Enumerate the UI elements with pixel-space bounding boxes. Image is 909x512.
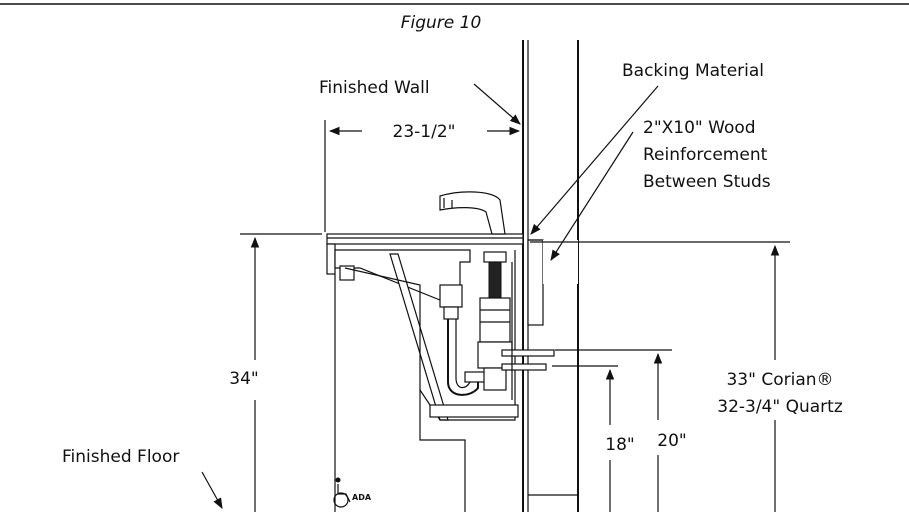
depth-label: 23-1/2" bbox=[393, 122, 456, 142]
wood-reinforcement-line1: 2"X10" Wood bbox=[643, 118, 756, 138]
corian-dimension bbox=[530, 241, 790, 512]
ada-badge-label: ADA bbox=[352, 493, 372, 502]
wood-reinforcement-leader bbox=[550, 131, 634, 261]
corian-label: 33" Corian® bbox=[726, 370, 833, 390]
wall-structure bbox=[522, 40, 579, 512]
figure-title: Figure 10 bbox=[401, 13, 482, 33]
height-34-dimension bbox=[240, 233, 322, 512]
faucet bbox=[439, 191, 506, 235]
finished-floor-label: Finished Floor bbox=[62, 447, 179, 467]
backing-material-label: Backing Material bbox=[622, 61, 764, 81]
height-34-label: 34" bbox=[229, 369, 258, 389]
quartz-label: 32-3/4" Quartz bbox=[717, 397, 843, 417]
height-18-label: 18" bbox=[605, 435, 634, 455]
wood-reinforcement-line3: Between Studs bbox=[643, 172, 771, 192]
height-18-dimension bbox=[552, 365, 618, 512]
wood-reinforcement-line2: Reinforcement bbox=[643, 145, 768, 165]
height-20-dimension bbox=[555, 349, 672, 512]
backing-material-leader bbox=[530, 85, 659, 235]
finished-wall-leader bbox=[473, 83, 521, 125]
sink-unit bbox=[326, 233, 524, 512]
finished-floor-leader bbox=[201, 471, 223, 509]
height-20-label: 20" bbox=[657, 431, 686, 451]
plumbing bbox=[439, 251, 555, 400]
wheelchair-icon bbox=[333, 477, 351, 508]
finished-wall-label: Finished Wall bbox=[319, 78, 430, 98]
